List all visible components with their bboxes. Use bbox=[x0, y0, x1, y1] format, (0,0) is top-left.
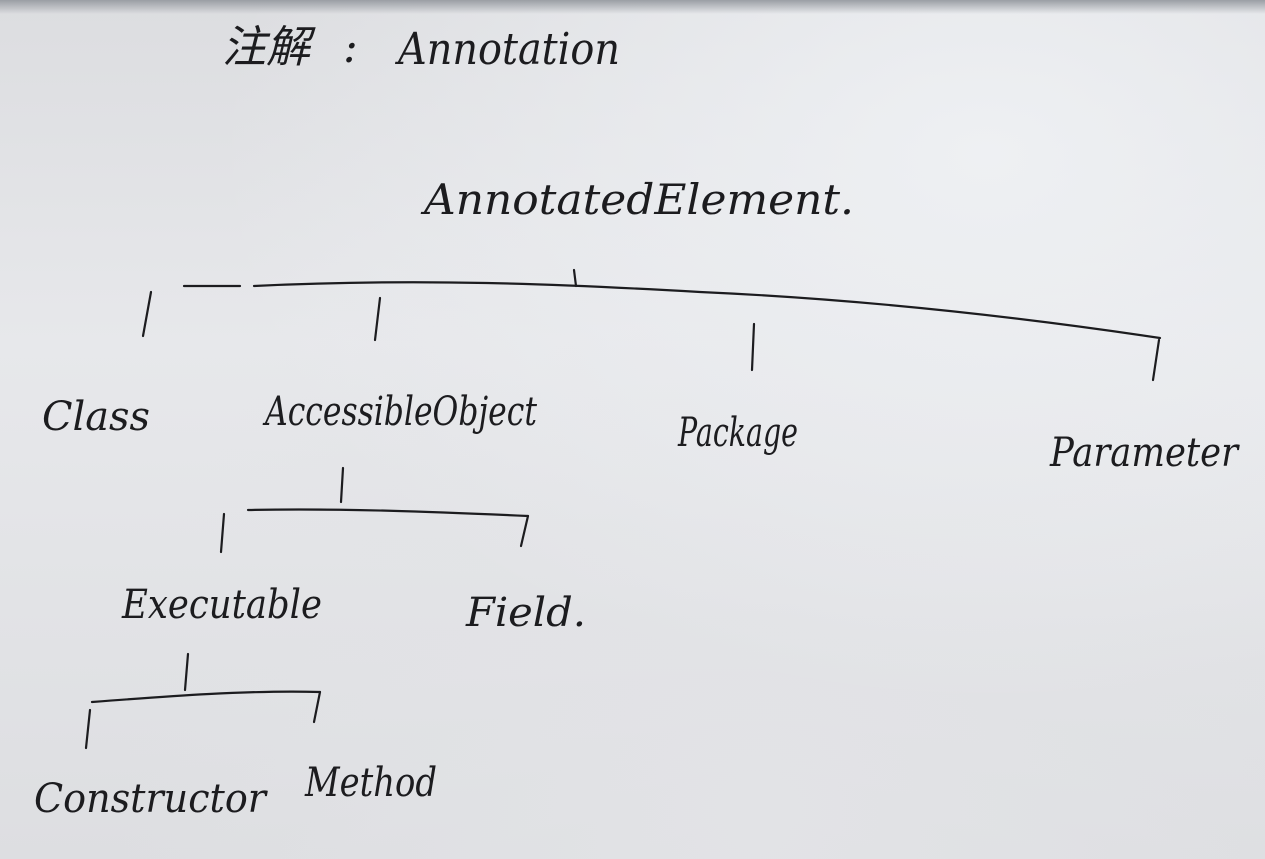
node-constructor: Constructor bbox=[34, 776, 269, 822]
connector-root-stem bbox=[572, 268, 578, 288]
connector-root-bar bbox=[252, 281, 1162, 340]
node-class: Class bbox=[42, 394, 150, 440]
node-accessible-object: AccessibleObject bbox=[262, 389, 538, 435]
connector-executable-drop bbox=[219, 512, 226, 554]
connector-executable-children bbox=[84, 652, 322, 750]
node-executable: Executable bbox=[121, 582, 322, 628]
node-method: Method bbox=[304, 760, 437, 806]
connector-accessible-object-stem bbox=[339, 466, 345, 504]
node-parameter: Parameter bbox=[1049, 430, 1240, 476]
connector-executable-stem bbox=[183, 652, 190, 692]
node-annotated-element: AnnotatedElement. bbox=[420, 175, 854, 224]
title-term: Annotation bbox=[394, 24, 620, 75]
connector-package-drop bbox=[750, 322, 756, 372]
connector-accessible-object-children bbox=[219, 466, 530, 554]
connector-accessible-object-bar bbox=[246, 508, 530, 518]
connector-executable-bar bbox=[90, 690, 322, 704]
connector-field-drop bbox=[519, 514, 530, 548]
connector-accessible-object-drop bbox=[373, 296, 382, 342]
node-field: Field. bbox=[465, 590, 586, 636]
node-package: Package bbox=[677, 410, 798, 456]
connector-class-drop bbox=[141, 290, 153, 338]
connector-method-drop bbox=[312, 690, 322, 724]
connector-constructor-drop bbox=[84, 708, 92, 750]
title-separator: : bbox=[343, 22, 358, 73]
connector-root-children bbox=[141, 268, 1162, 382]
connector-parameter-drop bbox=[1151, 338, 1161, 382]
title-label: 注解 bbox=[222, 22, 316, 73]
